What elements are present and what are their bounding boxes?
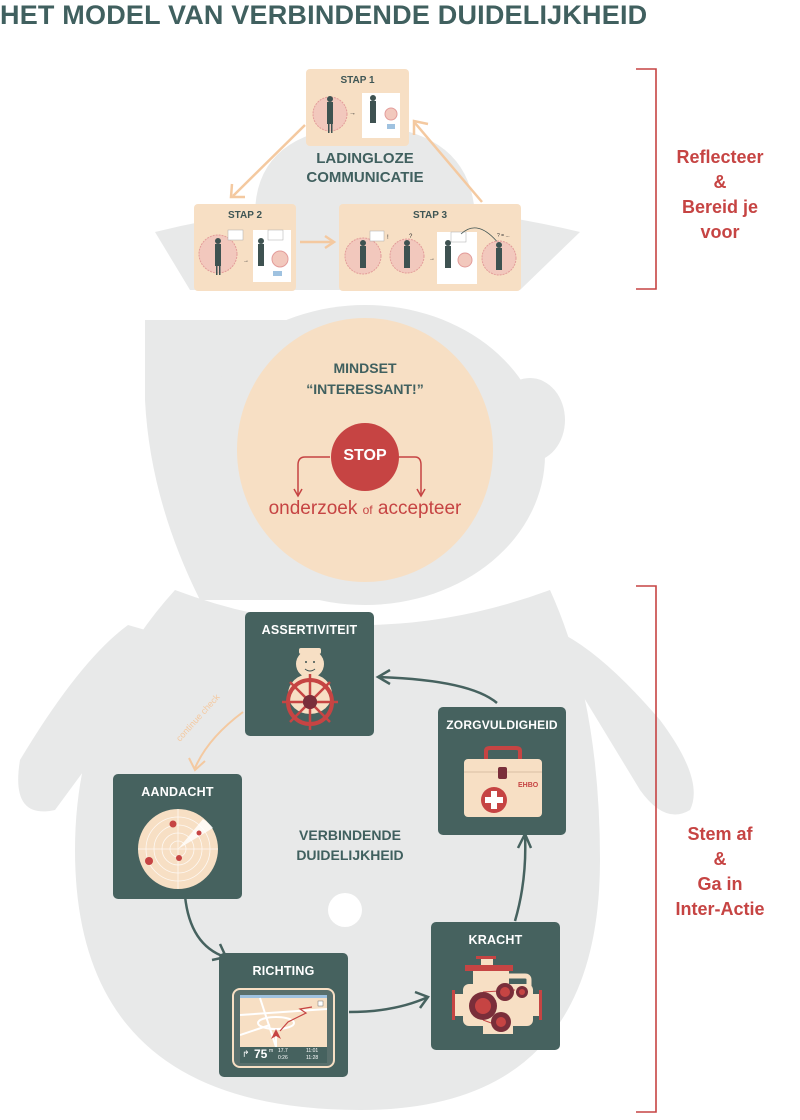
options-line: onderzoek of accepteer [245,498,485,520]
gps-time1: 11:01 [306,1048,319,1054]
step-1-illustration: → [312,93,400,138]
gps-map [240,995,327,1047]
gps-distance-unit: m [269,1048,274,1054]
right-ear [495,378,565,462]
gps-navigation-icon: ↱ 75 m 17.7 0:26 11:01 11:28 [232,988,335,1068]
bracket-bottom [636,585,657,1113]
tile-richting: RICHTING ↱ 75 m 17.7 0:26 11:01 11:28 [219,953,348,1077]
step-1-label: STAP 1 [340,75,375,86]
verbindende-line1: VERBINDENDE [299,827,401,843]
side-label-reflect: Reflecteer & Bereid je voor [660,145,780,245]
option-accepteer: accepteer [377,498,462,519]
side-label-bottom-line4: Inter-Actie [675,899,765,919]
option-connector: of [362,503,373,517]
verbindende-line2: DUIDELIJKHEID [296,847,404,863]
right-arm [555,630,694,815]
stop-arrows [293,456,426,498]
tile-assertiviteit-label: ASSERTIVITEIT [261,623,358,637]
svg-text:→: → [349,110,356,117]
engine-icon [452,956,542,1034]
tile-kracht-label: KRACHT [468,933,523,947]
tile-kracht: KRACHT [431,922,560,1050]
step-2-card: STAP 2 → [194,204,296,291]
tile-zorgvuldigheid: ZORGVULDIGHEID EHBO [438,707,566,835]
left-arm [18,625,180,812]
left-ear [155,371,245,461]
mindset-line2: “INTERESSANT!” [306,381,424,397]
step3-equation: ? = ... [497,233,510,239]
verbindende-label: VERBINDENDE DUIDELIJKHEID [260,825,440,865]
step-2-illustration: → [198,229,291,282]
tile-richting-label: RICHTING [252,964,315,978]
gps-trip: 17.7 [278,1048,288,1054]
side-label-bottom-line1: Stem af [687,824,753,844]
first-aid-kit-icon: EHBO [464,746,542,817]
side-label-top-line3: Bereid je [681,197,759,217]
tile-assertiviteit: ASSERTIVITEIT [245,612,374,736]
stop-label: STOP [343,447,387,464]
step3-exclaim: ! [387,235,389,241]
gps-info-bar: ↱ 75 m 17.7 0:26 11:01 11:28 [240,1047,327,1063]
stop-circle [331,423,399,491]
step3-question: ? [409,234,413,240]
ladingloze-line2: COMMUNICATIE [306,169,424,186]
step-3-illustration: ! ? → ? = ... [344,227,517,284]
tile-aandacht: AANDACHT [113,774,242,899]
option-onderzoek: onderzoek [268,498,358,519]
ehbo-text: EHBO [518,782,539,789]
bracket-top [636,68,657,290]
gps-distance: 75 [254,1047,268,1061]
radar-icon [138,809,218,889]
tile-zorgvuldigheid-label: ZORGVULDIGHEID [446,718,558,732]
gps-time2: 11:28 [306,1055,319,1061]
page-title: HET MODEL VAN VERBINDENDE DUIDELIJKHEID [0,0,648,30]
ladingloze-line1: LADINGLOZE [316,150,414,167]
side-label-top-line4: voor [700,222,740,242]
step-1-card: STAP 1 → [306,69,409,146]
step-arrows [229,119,483,250]
mindset-label: MINDSET “INTERESSANT!” [265,358,465,400]
svg-text:→: → [429,256,435,262]
side-label-stem-af: Stem af & Ga in Inter-Actie [660,822,780,922]
step-3-card: STAP 3 ! ? → ? = ... [339,204,521,291]
ladingloze-label: LADINGLOZE COMMUNICATIE [295,149,435,187]
hat-crown-shape [255,125,475,215]
turn-arrow-icon: ↱ [242,1049,250,1059]
side-label-bottom-line2: & [713,849,727,869]
step-2-label: STAP 2 [227,210,263,221]
side-label-bottom-line3: Ga in [697,874,743,894]
continue-check-arrow [188,711,244,772]
tile-aandacht-label: AANDACHT [141,785,214,799]
ship-wheel-captain-icon [282,648,338,730]
step-3-label: STAP 3 [412,210,448,221]
mindset-line1: MINDSET [333,360,397,376]
side-label-top-line1: Reflecteer [676,147,764,167]
side-label-top-line2: & [713,172,727,192]
svg-text:→: → [243,258,249,264]
belly-button [328,893,362,927]
gps-eta-small: 0:26 [278,1055,288,1061]
